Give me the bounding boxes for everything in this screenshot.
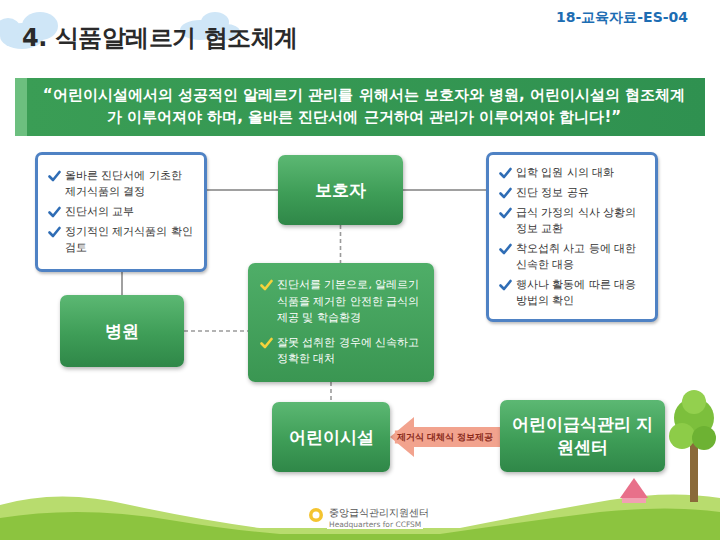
check-item: 착오섭취 사고 등에 대한 신속한 대응 <box>499 241 647 273</box>
check-text: 입학 입원 시의 대화 <box>516 165 615 181</box>
check-text: 행사나 활동에 따른 대응 방법의 확인 <box>516 277 647 309</box>
check-mark <box>48 226 61 238</box>
check-mark <box>499 167 512 179</box>
check-text: 급식 가정의 식사 상황의 정보 교환 <box>516 205 647 237</box>
role-box: 어린이시설 <box>272 402 390 472</box>
connector-line <box>340 225 342 263</box>
box-label: 어린이급식관리 지원센터 <box>510 413 655 459</box>
check-item: 올바른 진단서에 기초한 제거식품의 결정 <box>48 168 196 200</box>
box-label: 보호자 <box>315 179 366 202</box>
shared-goal-box: 진단서를 기본으로, 알레르기 식품을 제거한 안전한 급식의 제공 및 학습환… <box>248 263 434 382</box>
check-item: 정기적인 제거식품의 확인검토 <box>48 224 196 256</box>
connector-line <box>121 272 123 295</box>
check-item: 진단 정보 공유 <box>499 185 647 201</box>
connector-line <box>207 189 278 191</box>
quote-band: “어린이시설에서의 성공적인 알레르기 관리를 위해서는 보호자와 병원, 어린… <box>15 78 705 136</box>
tree <box>669 390 716 502</box>
check-mark <box>260 279 273 291</box>
check-mark <box>48 206 61 218</box>
role-box: 병원 <box>60 295 184 367</box>
box-label: 어린이시설 <box>289 426 374 449</box>
tent <box>620 478 648 503</box>
role-box: 보호자 <box>278 155 403 225</box>
arrow-label: 제거식 대체식 정보제공 <box>395 431 495 444</box>
check-mark <box>499 279 512 291</box>
connector-line <box>330 382 332 402</box>
check-mark <box>499 207 512 219</box>
check-text: 진단 정보 공유 <box>516 185 589 201</box>
connector-line <box>403 189 486 191</box>
check-item: 행사나 활동에 따른 대응 방법의 확인 <box>499 277 647 309</box>
check-mark <box>48 170 61 182</box>
check-item: 진단서의 교부 <box>48 204 196 220</box>
check-text: 정기적인 제거식품의 확인검토 <box>65 224 196 256</box>
document-code: 18-교육자료-ES-04 <box>556 9 688 27</box>
check-item: 잘못 섭취한 경우에 신속하고 정확한 대처 <box>260 335 424 368</box>
connector-line <box>184 330 248 332</box>
check-text: 진단서를 기본으로, 알레르기 식품을 제거한 안전한 급식의 제공 및 학습환… <box>277 277 424 327</box>
footer-logo-text: 중앙급식관리지원센터 <box>327 506 431 520</box>
grass <box>0 494 720 540</box>
slide-title: 4. 식품알레르기 협조체계 <box>22 22 298 54</box>
role-box: 어린이급식관리 지원센터 <box>500 400 665 472</box>
check-text: 잘못 섭취한 경우에 신속하고 정확한 대처 <box>277 335 424 368</box>
check-text: 진단서의 교부 <box>65 204 135 220</box>
check-mark <box>499 187 512 199</box>
check-text: 착오섭취 사고 등에 대한 신속한 대응 <box>516 241 647 273</box>
check-mark <box>499 243 512 255</box>
check-text: 올바른 진단서에 기초한 제거식품의 결정 <box>65 168 196 200</box>
checklist-box: 입학 입원 시의 대화진단 정보 공유급식 가정의 식사 상황의 정보 교환착오… <box>486 152 658 322</box>
check-mark <box>260 337 273 349</box>
logo-mark <box>309 508 323 522</box>
quote-text: “어린이시설에서의 성공적인 알레르기 관리를 위해서는 보호자와 병원, 어린… <box>41 85 687 129</box>
footer-logo-subtext: Headquarters for CCFSM <box>327 520 423 529</box>
check-item: 진단서를 기본으로, 알레르기 식품을 제거한 안전한 급식의 제공 및 학습환… <box>260 277 424 327</box>
check-item: 입학 입원 시의 대화 <box>499 165 647 181</box>
checklist-box: 올바른 진단서에 기초한 제거식품의 결정진단서의 교부정기적인 제거식품의 확… <box>35 152 207 272</box>
box-label: 병원 <box>105 320 139 343</box>
check-item: 급식 가정의 식사 상황의 정보 교환 <box>499 205 647 237</box>
